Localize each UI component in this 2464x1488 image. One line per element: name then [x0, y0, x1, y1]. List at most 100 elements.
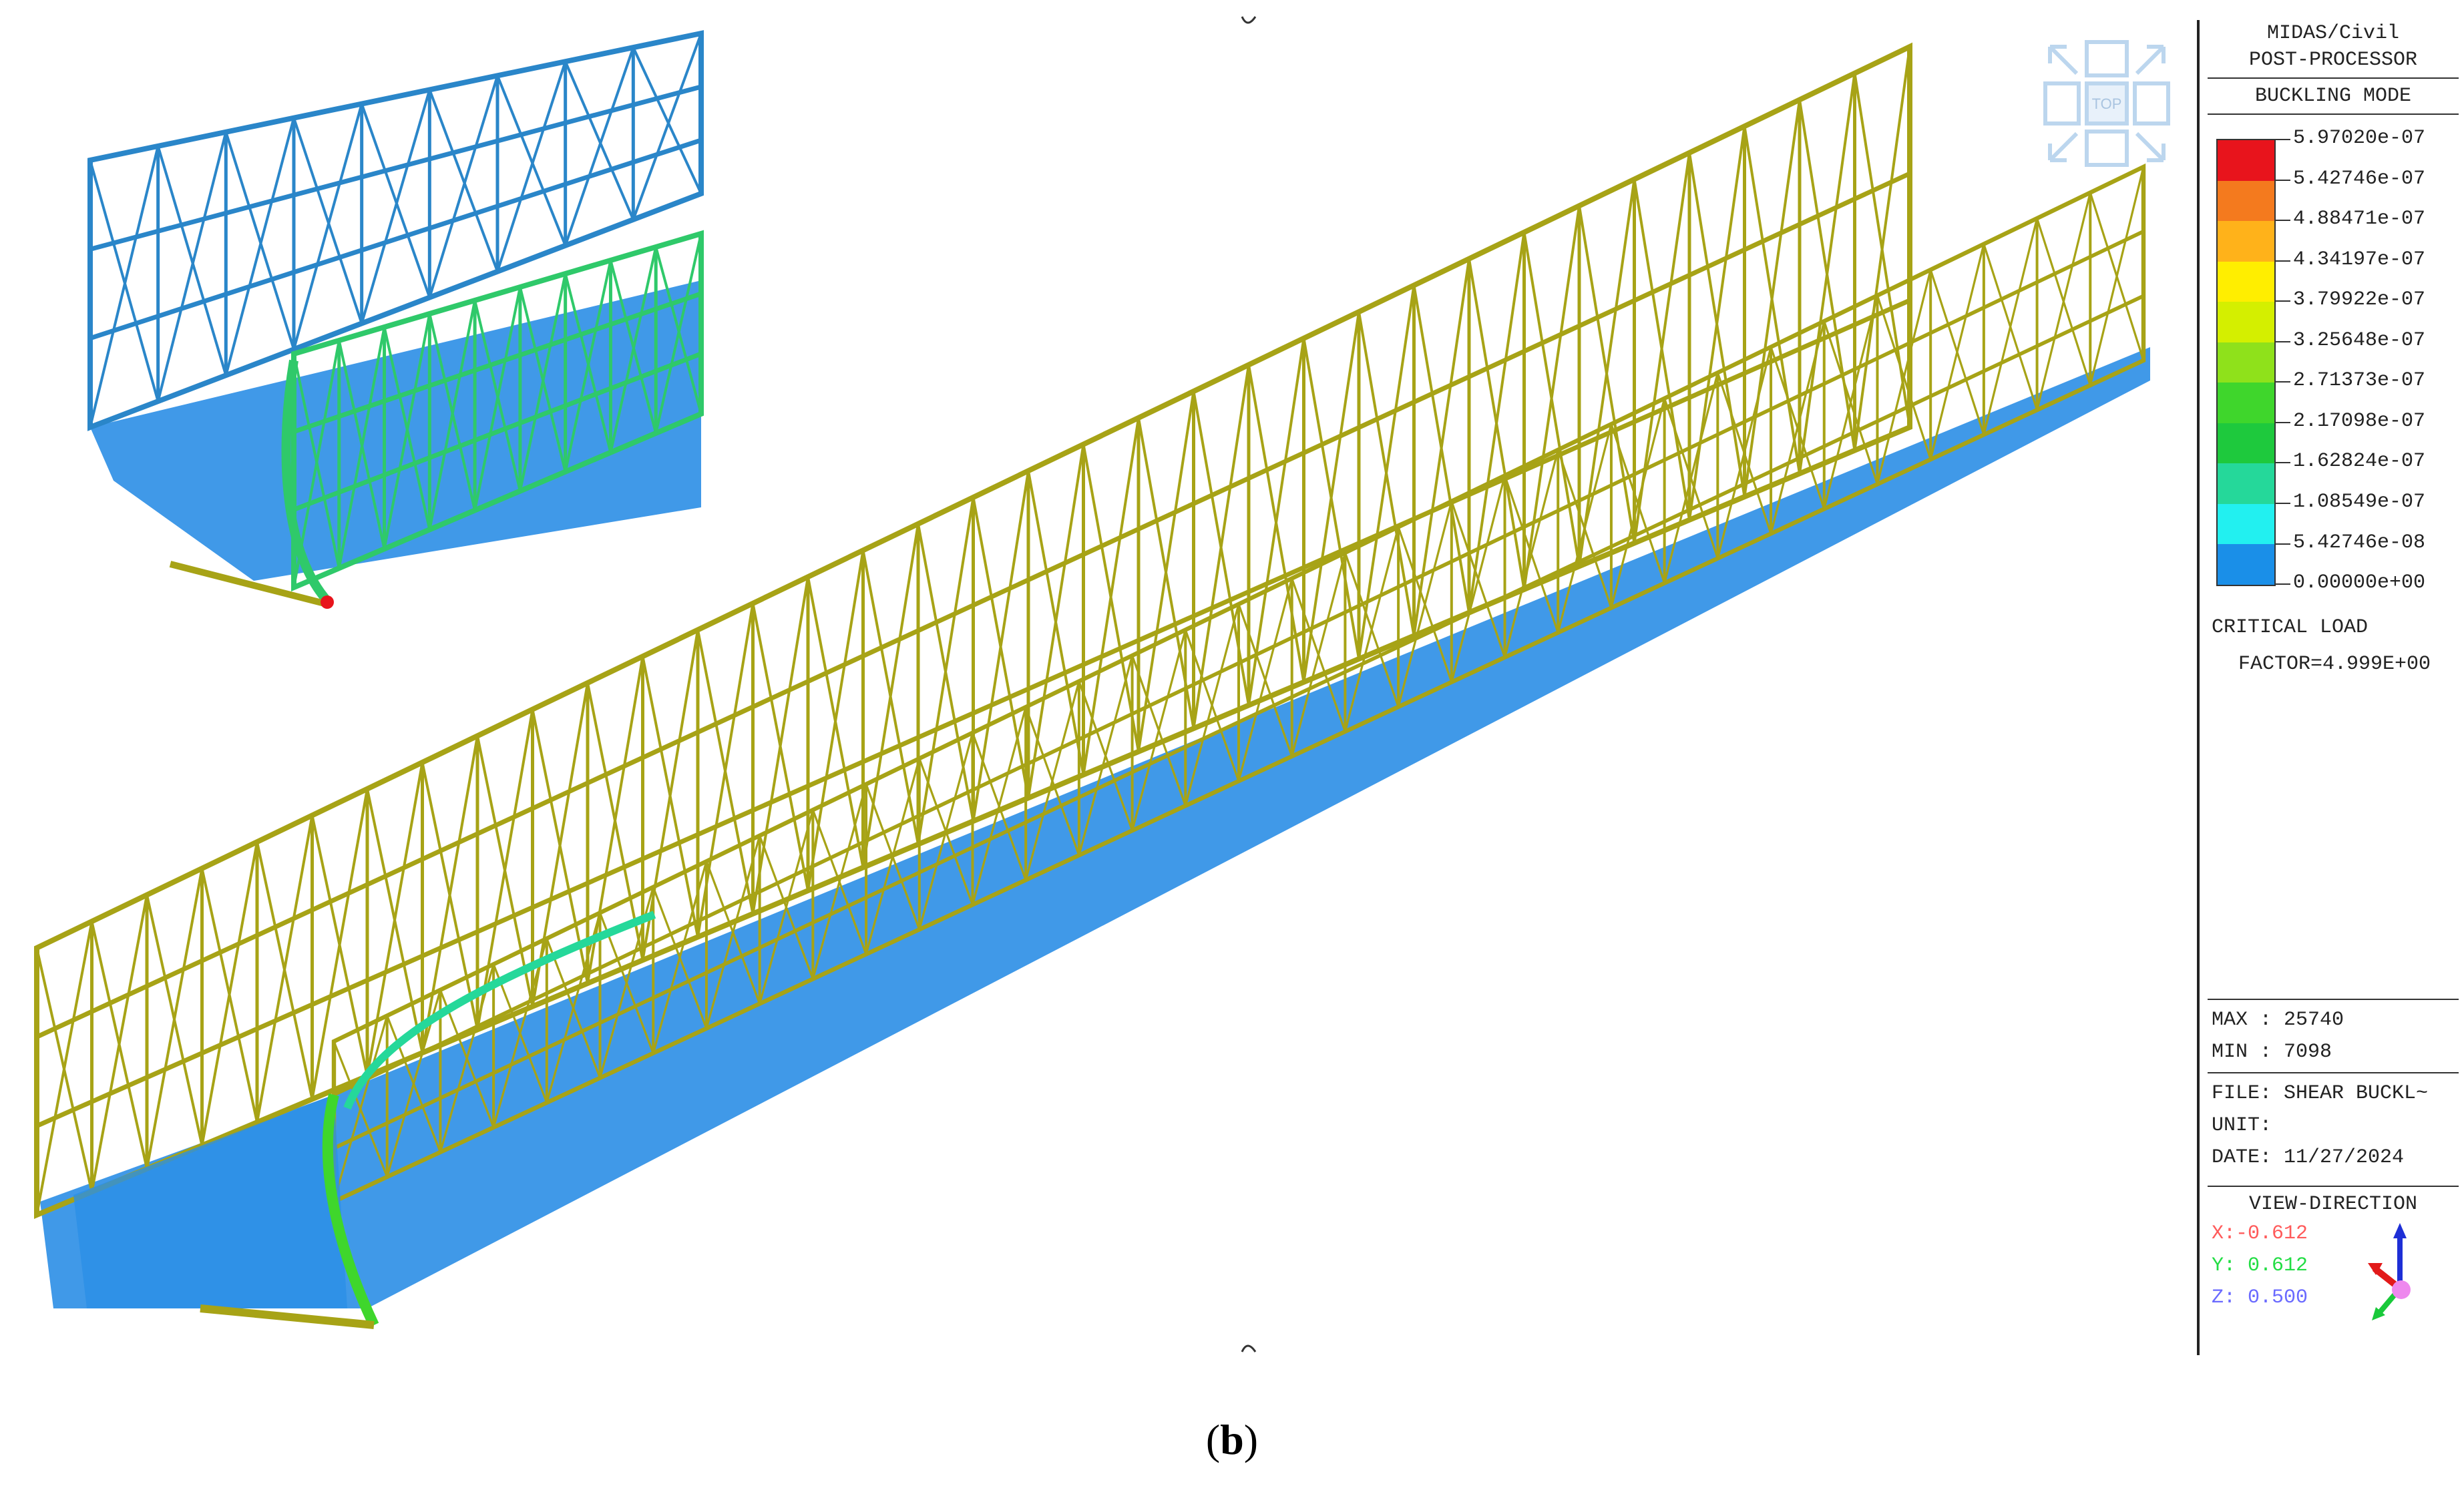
inset-truss-diagonal: [292, 117, 363, 324]
scale-tick: [2274, 300, 2290, 302]
far-truss-diagonal: [1291, 577, 1346, 732]
far-truss-diagonal: [705, 860, 761, 1005]
near-truss-diagonal: [256, 841, 314, 1099]
scale-swatch: [2218, 302, 2274, 342]
near-truss-diagonal: [200, 868, 258, 1123]
scale-tick-label: 3.25648e-07: [2293, 328, 2426, 352]
near-truss-diagonal: [1027, 470, 1085, 775]
near-truss-diagonal: [861, 550, 919, 845]
buckled-end-post: [322, 1093, 379, 1328]
inset-truss-diagonal: [564, 61, 635, 220]
scale-tick-label: 1.62824e-07: [2293, 450, 2426, 473]
view-direction-y: Y: 0.612: [2212, 1254, 2308, 1277]
near-truss-diagonal: [146, 895, 204, 1146]
inset-buckled-truss-diagonal: [292, 353, 341, 569]
scale-swatch: [2218, 342, 2274, 383]
near-truss-diagonal: [1192, 391, 1250, 706]
divider: [2208, 1186, 2459, 1187]
scale-tick: [2274, 340, 2290, 342]
scale-tick-label: 5.42746e-07: [2293, 167, 2426, 190]
near-truss-diagonal: [696, 630, 755, 915]
near-truss-diagonal: [476, 735, 534, 1007]
inset-truss-chord: [89, 84, 702, 252]
bridge-model-render: [34, 16, 2150, 1352]
inset-buckled-truss-chord: [292, 351, 702, 512]
scale-swatch: [2218, 383, 2274, 423]
far-truss-diagonal: [1450, 501, 1506, 658]
inset-truss-diagonal: [632, 33, 702, 220]
inset-truss-diagonal: [428, 89, 499, 272]
near-truss-diagonal: [1247, 364, 1305, 683]
inset-truss-diagonal: [632, 47, 702, 194]
scale-tick-label: 1.08549e-07: [2293, 490, 2426, 513]
far-truss-diagonal: [1344, 552, 1400, 708]
max-value: MAX : 25740: [2212, 1009, 2344, 1031]
far-truss-diagonal: [1929, 269, 1985, 435]
bridge-deck: [40, 347, 2150, 1308]
scale-tick-label: 0.00000e+00: [2293, 571, 2426, 595]
scale-swatch: [2218, 221, 2274, 262]
buckled-top-chord: [343, 911, 656, 1110]
critical-load-factor: FACTOR=4.999E+00: [2238, 653, 2431, 676]
scale-swatch: [2218, 261, 2274, 302]
app-title-line2: POST-PROCESSOR: [2248, 49, 2418, 71]
scale-tick: [2274, 220, 2290, 222]
divider: [2208, 113, 2459, 115]
near-truss-diagonal: [1743, 126, 1801, 474]
far-truss-diagonal: [1983, 244, 2039, 411]
view-navigation-cube[interactable]: TOP: [2040, 37, 2174, 170]
end-brace: [200, 1304, 375, 1329]
file-name: FILE: SHEAR BUCKL~: [2212, 1082, 2429, 1105]
inset-buckled-post: [281, 359, 331, 604]
scale-tick-label: 3.79922e-07: [2293, 288, 2426, 312]
scale-tick: [2274, 139, 2290, 140]
far-truss-diagonal: [759, 835, 814, 980]
near-truss-diagonal: [1358, 311, 1416, 636]
nav-cube-top-label[interactable]: TOP: [2092, 95, 2122, 112]
far-truss-diagonal: [546, 938, 602, 1079]
figure-caption: (b): [0, 1415, 2464, 1465]
near-truss-diagonal: [311, 815, 369, 1077]
caption-close: ): [1243, 1416, 1259, 1463]
near-truss-diagonal: [366, 788, 424, 1053]
caption-letter: b: [1220, 1416, 1244, 1463]
far-truss-diagonal: [1078, 681, 1134, 831]
far-truss-diagonal: [2036, 218, 2091, 386]
near-truss-diagonal: [1137, 417, 1195, 729]
near-truss-diagonal: [807, 576, 865, 868]
near-truss-diagonal: [1688, 152, 1746, 497]
scale-tick-label: 2.17098e-07: [2293, 409, 2426, 433]
scale-tick: [2274, 462, 2290, 464]
far-truss-diagonal: [1876, 295, 1932, 460]
inset-truss-diagonal: [89, 146, 160, 428]
near-truss-diagonal: [1522, 232, 1581, 567]
inset-max-point: [321, 595, 334, 609]
near-truss-diagonal: [1468, 258, 1526, 590]
view-direction-z: Z: 0.500: [2212, 1286, 2308, 1309]
view-direction-title: VIEW-DIRECTION: [2248, 1193, 2418, 1216]
far-truss-diagonal: [1131, 655, 1187, 806]
far-truss-diagonal: [1504, 475, 1559, 634]
scale-swatch: [2218, 503, 2274, 545]
far-truss-diagonal: [1024, 706, 1080, 856]
inset-truss-diagonal: [156, 132, 228, 402]
far-truss-diagonal: [1770, 346, 1826, 509]
inset-truss-diagonal: [496, 75, 567, 246]
near-truss-diagonal: [1082, 444, 1140, 752]
inset-truss-diagonal: [428, 75, 499, 298]
inset-truss-chord: [89, 138, 702, 340]
model-viewport[interactable]: TOP: [0, 0, 2197, 1355]
scale-swatch: [2218, 544, 2274, 585]
inset-buckled-truss-chord: [292, 291, 702, 434]
near-truss-diagonal: [531, 709, 589, 984]
scale-tick: [2274, 260, 2290, 262]
near-truss-diagonal: [751, 603, 809, 891]
inset-buckled-truss-diagonal: [518, 286, 567, 473]
post-processor-legend: MIDAS/Civil POST-PROCESSOR BUCKLING MODE…: [2197, 20, 2464, 1355]
scale-tick: [2274, 179, 2290, 181]
near-truss-diagonal: [586, 682, 644, 961]
scale-swatch: [2218, 180, 2274, 222]
near-truss-diagonal: [1853, 73, 1911, 428]
inset-truss-diagonal: [89, 160, 160, 402]
viewport-corner-mark: [1241, 1344, 1257, 1352]
